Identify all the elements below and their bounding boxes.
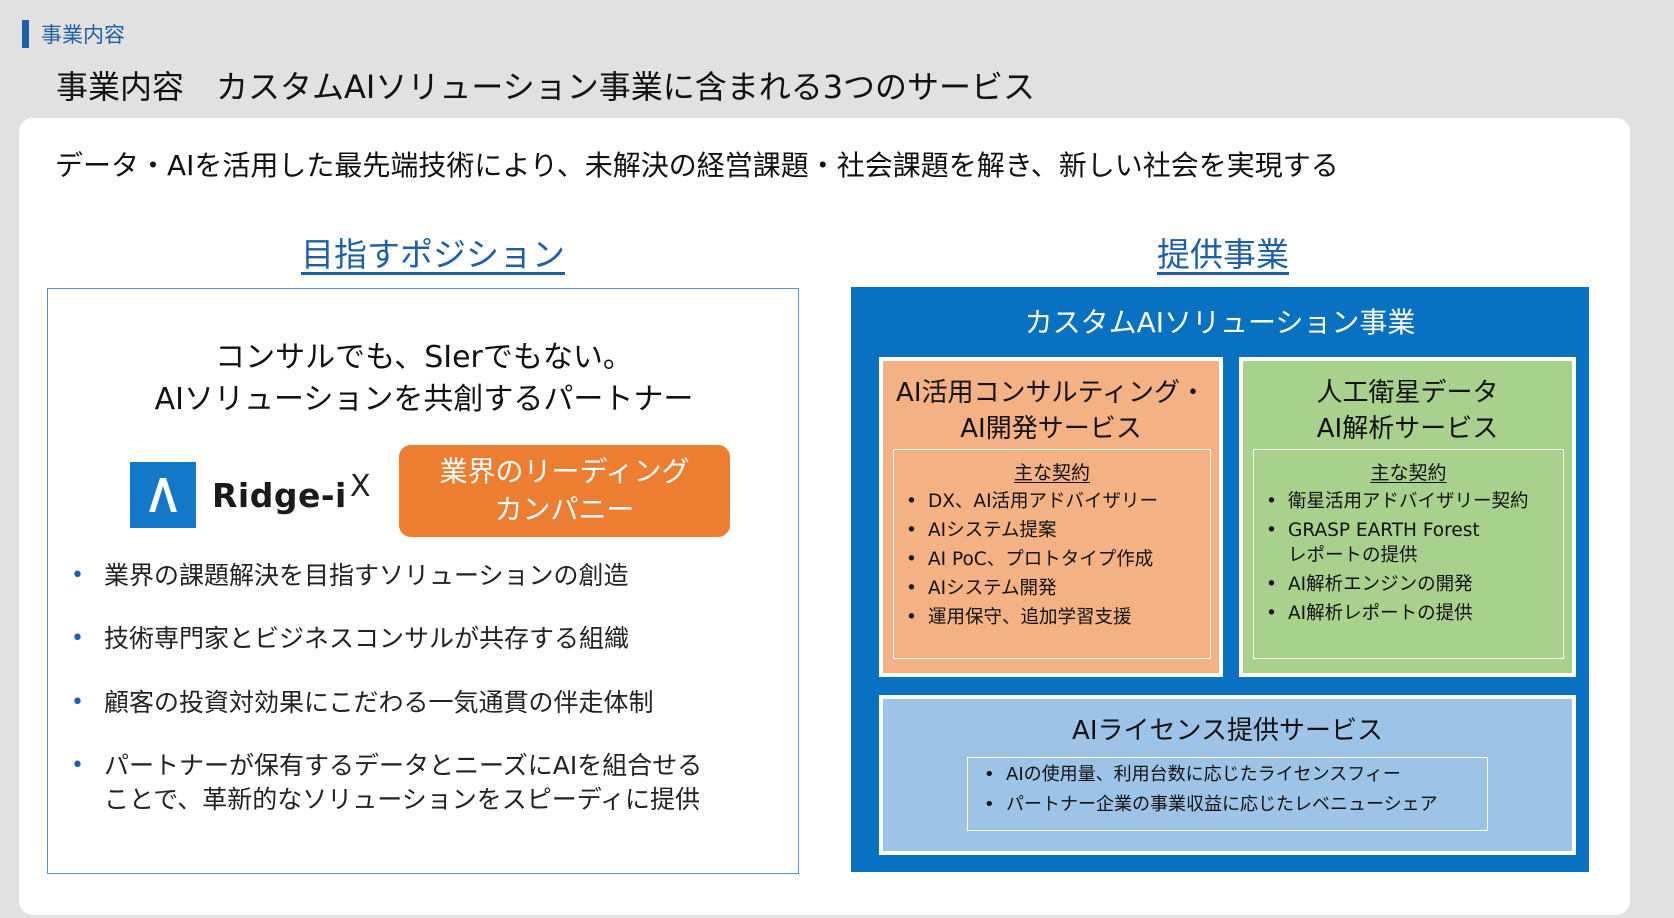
content-card: データ・AIを活用した最先端技術により、未解決の経営課題・社会課題を解き、新しい… [19,118,1630,915]
breadcrumb-marker [22,20,29,48]
statement-line-2: AIソリューションを共創するパートナー [154,382,694,417]
logo-text: Ridge-i [212,475,347,515]
position-panel: コンサルでも、SIerでもない。 AIソリューションを共創するパートナー Rid… [47,288,799,874]
consulting-contracts: 主な契約 DX、AI活用アドバイザリー AIシステム提案 AI PoC、プロトタ… [893,449,1211,659]
title-line-1: AI活用コンサルティング・ [896,378,1206,408]
bullet-4-line-1: パートナーが保有するデータとニーズにAIを組合せる [104,751,703,780]
contract-item: AI解析レポートの提供 [1266,601,1563,626]
bullet-item: 技術専門家とビジネスコンサルが共存する組織 [71,622,629,656]
contract-item: 運用保守、追加学習支援 [906,605,1210,630]
satellite-service-title: 人工衛星データ AI解析サービス [1243,375,1572,447]
contracts-list: DX、AI活用アドバイザリー AIシステム提案 AI PoC、プロトタイプ作成 … [894,489,1210,630]
times-symbol: X [350,469,371,504]
page-title: 事業内容 カスタムAIソリューション事業に含まれる3つのサービス [56,68,1036,106]
contracts-title: 主な契約 [1370,462,1447,484]
section-title-business: 提供事業 [1157,235,1289,274]
business-panel-title: カスタムAIソリューション事業 [1024,306,1416,339]
business-panel: カスタムAIソリューション事業 AI活用コンサルティング・ AI開発サービス 主… [851,287,1589,872]
contract-item: DX、AI活用アドバイザリー [906,489,1210,514]
contract-item: AI PoC、プロトタイプ作成 [906,547,1210,572]
breadcrumb: 事業内容 [22,20,125,48]
license-item: パートナー企業の事業収益に応じたレベニューシェア [984,792,1487,817]
contract-item: GRASP EARTH Forest レポートの提供 [1266,518,1563,568]
title-line-2: AI開発サービス [960,414,1142,444]
position-statement: コンサルでも、SIerでもない。 AIソリューションを共創するパートナー [48,337,800,421]
mission-headline: データ・AIを活用した最先端技術により、未解決の経営課題・社会課題を解き、新しい… [55,149,1339,182]
title-line-2: AI解析サービス [1316,414,1499,444]
leading-company-badge: 業界のリーディング カンパニー [399,445,730,537]
bullet-4-line-2: ことで、革新的なソリューションをスピーディに提供 [104,785,701,814]
ridge-i-logo: Ridge-i [130,462,347,528]
license-service-box: AIライセンス提供サービス AIの使用量、利用台数に応じたライセンスフィー パー… [879,695,1576,855]
contracts-list: 衛星活用アドバイザリー契約 GRASP EARTH Forest レポートの提供… [1254,489,1563,626]
badge-line-1: 業界のリーディング [439,455,690,488]
bullet-item: 業界の課題解決を目指すソリューションの創造 [71,559,628,593]
contract-item: AIシステム開発 [906,576,1210,601]
satellite-contracts: 主な契約 衛星活用アドバイザリー契約 GRASP EARTH Forest レポ… [1253,449,1564,659]
statement-line-1: コンサルでも、SIerでもない。 [215,340,633,375]
breadcrumb-text: 事業内容 [41,23,125,47]
contracts-title: 主な契約 [1013,462,1090,484]
satellite-service-box: 人工衛星データ AI解析サービス 主な契約 衛星活用アドバイザリー契約 GRAS… [1239,357,1576,677]
consulting-service-title: AI活用コンサルティング・ AI開発サービス [883,375,1219,447]
section-title-position: 目指すポジション [301,235,565,274]
bullet-item: 顧客の投資対効果にこだわる一気通貫の伴走体制 [71,686,653,720]
badge-line-2: カンパニー [494,493,635,526]
contract-item: AIシステム提案 [906,518,1210,543]
consulting-service-box: AI活用コンサルティング・ AI開発サービス 主な契約 DX、AI活用アドバイザ… [879,357,1223,677]
contract-item: AI解析エンジンの開発 [1266,572,1563,597]
license-item: AIの使用量、利用台数に応じたライセンスフィー [984,762,1487,787]
license-terms-list: AIの使用量、利用台数に応じたライセンスフィー パートナー企業の事業収益に応じた… [968,758,1487,817]
ridge-i-logo-mark-icon [130,462,196,528]
item-line-1: GRASP EARTH Forest [1288,520,1480,541]
bullet-item: パートナーが保有するデータとニーズにAIを組合せる ことで、革新的なソリューショ… [71,749,703,817]
item-line-2: レポートの提供 [1288,545,1418,566]
license-service-title: AIライセンス提供サービス [1072,716,1383,746]
license-terms: AIの使用量、利用台数に応じたライセンスフィー パートナー企業の事業収益に応じた… [967,757,1488,831]
contract-item: 衛星活用アドバイザリー契約 [1266,489,1563,514]
title-line-1: 人工衛星データ [1316,378,1499,408]
